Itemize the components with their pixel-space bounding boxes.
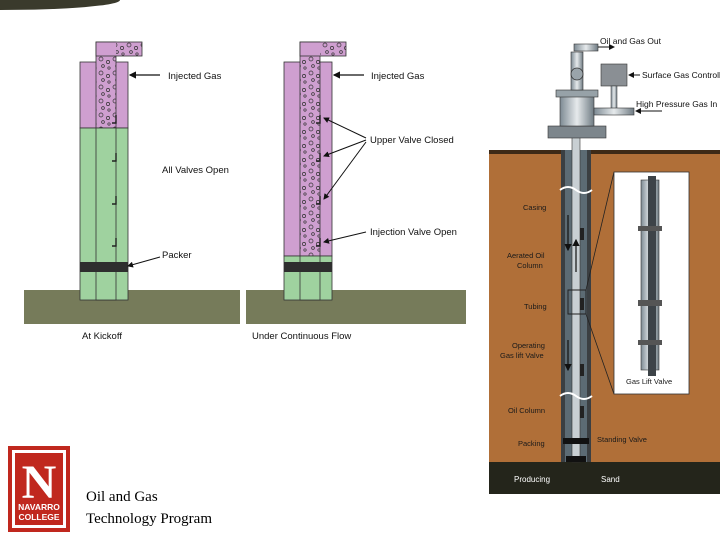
logo-line-1: NAVARRO — [18, 502, 60, 512]
navarro-college-logo: N NAVARRO COLLEGE — [8, 446, 70, 532]
valve-4 — [316, 238, 321, 247]
tubing-label: Tubing — [524, 302, 547, 311]
detail-callout-box — [567, 289, 587, 315]
packer-label: Packer — [162, 250, 192, 261]
wellhead-flange — [555, 89, 599, 98]
gas-lift-valve-4 — [580, 406, 584, 418]
upper-valve-leader-2 — [323, 139, 367, 158]
valve-2 — [316, 153, 321, 162]
surface-gas-controller-label: Surface Gas Controller — [642, 70, 720, 80]
operating-valve-label-2: Gas lift Valve — [500, 351, 544, 360]
producing-label: Producing — [514, 475, 550, 484]
valve-1 — [316, 115, 321, 124]
outlet-pipe — [573, 43, 599, 52]
sand-label: Sand — [601, 475, 620, 484]
ground-band — [24, 290, 240, 324]
break-mark-1 — [559, 186, 593, 194]
packing — [563, 438, 589, 444]
valve-2 — [112, 153, 117, 162]
tubing-bubbles — [300, 42, 320, 256]
high-pressure-gas-in-label: High Pressure Gas In — [636, 99, 718, 109]
continuous-flow-diagram: Injected Gas Upper Valve Closed Injectio… — [246, 41, 466, 342]
upper-valve-closed-label: Upper Valve Closed — [370, 135, 454, 146]
well-cross-section: Oil and Gas Out Surface Gas Controller H… — [0, 0, 720, 494]
valve-detail-port-3 — [638, 340, 662, 345]
program-title-line-2: Technology Program — [86, 511, 213, 527]
kickoff-diagram: Injected Gas All Valves Open Packer At K… — [24, 41, 240, 342]
wellhead-body — [559, 95, 595, 127]
injection-valve-leader — [323, 231, 367, 244]
logo-line-2: COLLEGE — [18, 512, 59, 522]
valve-4 — [112, 238, 117, 247]
kickoff-caption: At Kickoff — [82, 331, 122, 342]
packer-leader — [127, 256, 161, 268]
packing-label: Packing — [518, 439, 545, 448]
continuous-flow-caption: Under Continuous Flow — [252, 331, 351, 342]
valve-detail-port-2 — [638, 300, 662, 306]
oil-gas-out-label: Oil and Gas Out — [600, 36, 662, 46]
valve-detail-port-1 — [638, 226, 662, 231]
sand-mound — [0, 0, 120, 10]
break-mark-2 — [559, 392, 593, 400]
producing-sand — [489, 462, 720, 494]
surface-gas-controller — [600, 63, 628, 87]
aerated-oil-label-1: Aerated Oil — [507, 251, 545, 260]
gas-lift-valve-2 — [580, 298, 584, 310]
program-title: Oil and Gas Technology Program — [86, 486, 212, 530]
packer — [284, 262, 332, 272]
outlet-bubbles — [116, 42, 142, 56]
valve-3 — [112, 196, 117, 205]
ground-band — [246, 290, 466, 324]
standing-valve-label: Standing Valve — [597, 435, 647, 444]
wellhead-base — [547, 125, 607, 139]
oil-column-label: Oil Column — [508, 406, 545, 415]
gas-lift-valve-3 — [580, 364, 584, 376]
outlet-bubbles — [320, 42, 346, 56]
controller-stem — [610, 85, 618, 111]
valve-wheel — [570, 67, 584, 81]
detail-callout-line-1 — [585, 171, 615, 291]
operating-valve-label-1: Operating — [512, 341, 545, 350]
tubing-lower — [95, 127, 117, 301]
injection-valve-open-label: Injection Valve Open — [370, 227, 457, 238]
packer — [80, 262, 128, 272]
tubing — [571, 109, 581, 463]
gas-inlet-pipe — [593, 107, 635, 116]
aerated-oil-label-2: Column — [517, 261, 543, 270]
upper-valve-leader-1 — [323, 117, 367, 139]
gas-lift-valve-1 — [580, 228, 584, 240]
gas-lift-valve-label: Gas Lift Valve — [626, 377, 672, 386]
all-valves-open-label: All Valves Open — [162, 165, 229, 176]
valve-1 — [112, 115, 117, 124]
surface-line — [489, 150, 720, 154]
detail-callout-line-2 — [585, 313, 615, 395]
program-title-line-1: Oil and Gas — [86, 489, 158, 505]
logo-letter: N — [22, 456, 57, 509]
casing-label: Casing — [523, 203, 546, 212]
standing-valve — [566, 456, 586, 462]
upper-valve-leader-3 — [323, 141, 367, 200]
valve-detail-mandrel — [648, 176, 656, 376]
tubing-bubbles — [96, 42, 116, 128]
injected-gas-label: Injected Gas — [371, 71, 425, 82]
valve-3 — [316, 196, 321, 205]
injected-gas-label: Injected Gas — [168, 71, 222, 82]
